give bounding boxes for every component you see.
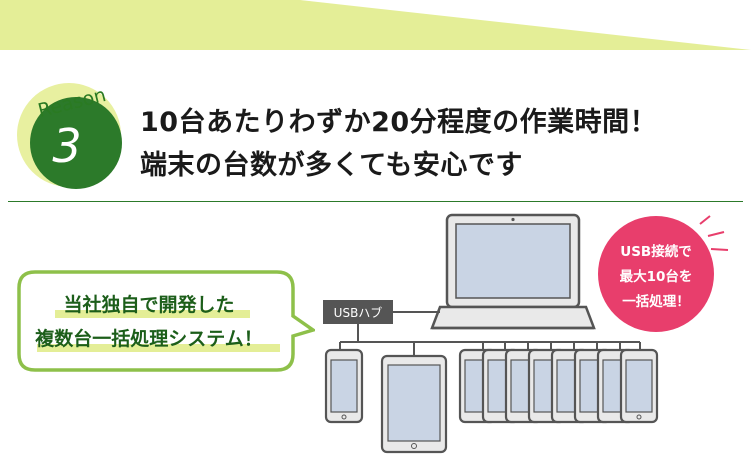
reason-badge [17,83,122,189]
badge-number: 3 [52,119,82,173]
burst-line-1: USB接続で [620,244,692,260]
divider-rule [8,201,743,202]
burst-line-3: 一括処理！ [622,294,690,310]
usb-hub-label: USBハブ [333,306,383,320]
top-banner [0,0,751,52]
headline-line-2: 端末の台数が多くても安心です [140,150,523,181]
callout-line-1: 当社独自で開発した [63,294,235,316]
smartphone-icon [324,348,364,424]
laptop-icon [430,213,596,330]
tablet-icon [380,354,448,454]
headline-line-1: 10台あたりわずか20分程度の作業時間！ [140,107,658,138]
usb-burst-badge [598,215,729,332]
usb-hub-icon [323,300,393,324]
callout-line-2: 複数台一括処理システム！ [35,328,263,350]
phone-stack-icon [458,342,659,424]
burst-line-2: 最大10台を [619,269,693,285]
callout-bubble [17,270,315,372]
device-diagram [323,213,659,454]
